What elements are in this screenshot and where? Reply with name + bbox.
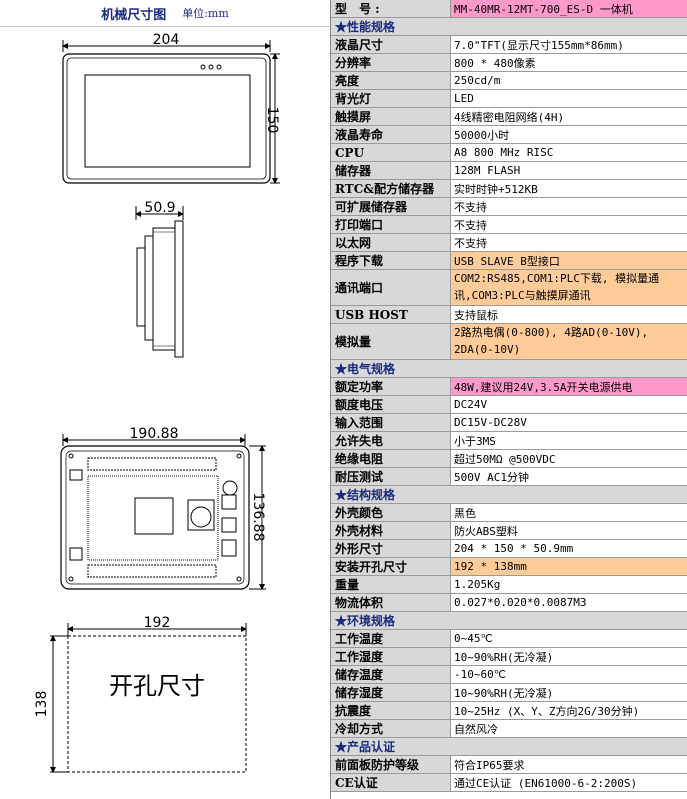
model-value: MM-40MR-12MT-700_ES-D 一体机 xyxy=(451,0,687,17)
cutout-view: 192 138 开孔尺寸 xyxy=(34,615,247,773)
row-cooling: 冷却方式自然风冷 xyxy=(331,720,687,738)
side-depth-label: 50.9 xyxy=(144,200,175,216)
section-electrical: ★电气规格 xyxy=(331,360,687,378)
section-structure: ★结构规格 xyxy=(331,486,687,504)
section-certification: ★产品认证 xyxy=(331,738,687,756)
section-performance: ★性能规格 xyxy=(331,18,687,36)
row-ethernet: 以太网不支持 xyxy=(331,234,687,252)
row-power-loss: 允许失电小于3MS xyxy=(331,432,687,450)
row-st-temp: 储存温度-10~60℃ xyxy=(331,666,687,684)
spec-table: 型 号: MM-40MR-12MT-700_ES-D 一体机 ★性能规格 液晶尺… xyxy=(330,0,687,799)
front-height-label: 150 xyxy=(264,107,280,134)
row-ce: CE认证通过CE认证 (EN61000-6-2:200S) xyxy=(331,774,687,792)
front-view: 204 150 xyxy=(62,32,280,184)
row-shell-material: 外壳材料防火ABS塑料 xyxy=(331,522,687,540)
cutout-width-label: 192 xyxy=(144,615,171,631)
cutout-text: 开孔尺寸 xyxy=(109,672,205,700)
drawings-svg: 204 150 50.9 xyxy=(34,32,280,773)
row-print-port: 打印端口不支持 xyxy=(331,216,687,234)
row-rtc: RTC&配方储存器实时时钟+512KB xyxy=(331,180,687,198)
section-environment: ★环境规格 xyxy=(331,612,687,630)
model-label: 型 号: xyxy=(331,0,451,17)
back-height-label: 136.88 xyxy=(250,493,266,542)
side-view: 50.9 xyxy=(135,200,184,358)
drawing-unit: 单位:mm xyxy=(182,7,229,20)
row-front-protect: 前面板防护等级符合IP65要求 xyxy=(331,756,687,774)
row-shell-color: 外壳颜色黑色 xyxy=(331,504,687,522)
drawing-header: 机械尺寸图 单位:mm xyxy=(0,0,330,27)
back-view: 190.88 xyxy=(60,426,266,590)
back-width-label: 190.88 xyxy=(130,426,179,442)
row-ext-memory: 可扩展储存器不支持 xyxy=(331,198,687,216)
model-row: 型 号: MM-40MR-12MT-700_ES-D 一体机 xyxy=(331,0,687,18)
row-insulation: 绝缘电阻超过50MΩ @500VDC xyxy=(331,450,687,468)
mechanical-drawing-panel: 机械尺寸图 单位:mm 204 xyxy=(0,0,330,799)
front-width-label: 204 xyxy=(153,32,180,48)
drawing-title: 机械尺寸图 xyxy=(101,7,167,23)
cutout-height-label: 138 xyxy=(34,691,50,718)
